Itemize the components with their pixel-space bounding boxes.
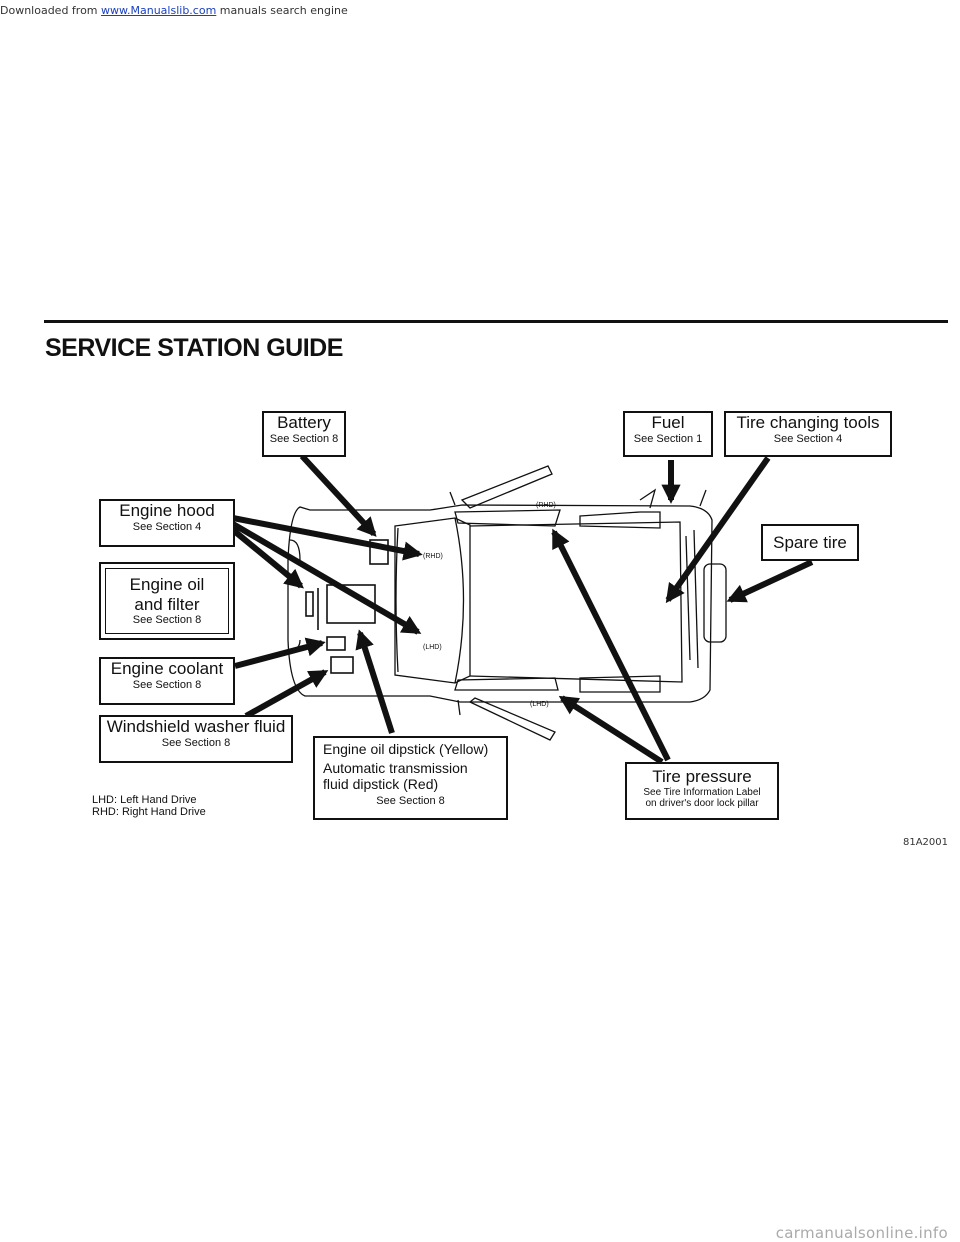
engine-oil-callout: Engine oil and filter See Section 8 bbox=[99, 562, 235, 640]
arrow-washer bbox=[244, 669, 329, 719]
fuel-title: Fuel bbox=[651, 413, 685, 432]
engine-coolant-title: Engine coolant bbox=[110, 659, 224, 678]
spare-tire-callout: Spare tire bbox=[761, 524, 859, 561]
tire-tools-section: See Section 4 bbox=[773, 432, 843, 445]
arrow-hood-rhd bbox=[232, 515, 423, 561]
washer-fluid-section: See Section 8 bbox=[161, 736, 231, 749]
engine-oil-section: See Section 8 bbox=[132, 614, 202, 627]
arrow-pressure-rhd bbox=[551, 528, 671, 762]
download-prefix: Downloaded from bbox=[0, 4, 102, 17]
dipstick-section: See Section 8 bbox=[376, 795, 445, 808]
label-rhd-mid: (RHD) bbox=[423, 553, 443, 560]
arrow-pressure-lhd bbox=[558, 695, 664, 765]
footer-watermark: carmanualsonline.info bbox=[775, 1224, 948, 1242]
arrow-battery bbox=[299, 453, 377, 537]
title-rule bbox=[44, 320, 948, 323]
arrow-coolant bbox=[234, 637, 326, 669]
fuel-callout: Fuel See Section 1 bbox=[623, 411, 713, 457]
engine-coolant-section: See Section 8 bbox=[132, 678, 202, 691]
arrow-spare-tire bbox=[726, 559, 814, 603]
dipstick-title: Engine oil dipstick (Yellow) bbox=[323, 741, 489, 757]
callout-arrows bbox=[231, 453, 814, 765]
legend-rhd: RHD: Right Hand Drive bbox=[92, 806, 206, 819]
battery-callout: Battery See Section 8 bbox=[262, 411, 346, 457]
dipstick-callout: Engine oil dipstick (Yellow) Automatic t… bbox=[313, 736, 508, 820]
tire-tools-title: Tire changing tools bbox=[736, 413, 880, 432]
arrow-dipstick bbox=[355, 629, 395, 734]
tire-tools-callout: Tire changing tools See Section 4 bbox=[724, 411, 892, 457]
engine-oil-title-line2: and filter bbox=[134, 594, 200, 614]
label-lhd-mid: (LHD) bbox=[423, 644, 442, 651]
engine-coolant-callout: Engine coolant See Section 8 bbox=[99, 657, 235, 705]
spare-tire-title: Spare tire bbox=[773, 533, 847, 552]
engine-oil-title-line1: Engine oil bbox=[129, 575, 205, 595]
washer-fluid-title: Windshield washer fluid bbox=[106, 717, 286, 736]
manualslib-link[interactable]: www.Manualslib.com bbox=[101, 4, 217, 17]
fuel-section: See Section 1 bbox=[633, 432, 703, 445]
label-lhd-bottom: (LHD) bbox=[530, 701, 549, 708]
legend-lhd: LHD: Left Hand Drive bbox=[92, 794, 197, 806]
engine-hood-section: See Section 4 bbox=[132, 520, 202, 533]
engine-hood-callout: Engine hood See Section 4 bbox=[99, 499, 235, 547]
download-line: Downloaded from www.Manualslib.com manua… bbox=[0, 4, 348, 17]
tire-pressure-callout: Tire pressure See Tire Information Label… bbox=[625, 762, 779, 820]
engine-hood-title: Engine hood bbox=[119, 501, 215, 520]
engine-components bbox=[305, 539, 389, 674]
tire-pressure-label-ref: See Tire Information Label bbox=[643, 786, 761, 798]
figure-code: 81A2001 bbox=[902, 837, 948, 848]
arrow-hood-lhd bbox=[231, 521, 422, 635]
drive-legend: LHD: Left Hand Drive RHD: Right Hand Dri… bbox=[92, 794, 206, 818]
engine-oil-inner-frame: Engine oil and filter See Section 8 bbox=[105, 568, 229, 634]
battery-title: Battery bbox=[277, 413, 331, 432]
page-title: SERVICE STATION GUIDE bbox=[45, 334, 343, 362]
arrow-tire-tools bbox=[665, 456, 771, 604]
tire-pressure-pillar-ref: on driver's door lock pillar bbox=[645, 798, 759, 810]
download-suffix: manuals search engine bbox=[216, 4, 348, 17]
dipstick-atf-line2: fluid dipstick (Red) bbox=[323, 776, 439, 793]
tire-pressure-title: Tire pressure bbox=[652, 767, 752, 786]
battery-section: See Section 8 bbox=[269, 432, 339, 445]
washer-fluid-callout: Windshield washer fluid See Section 8 bbox=[99, 715, 293, 763]
label-rhd-top: (RHD) bbox=[536, 502, 556, 509]
dipstick-atf-line1: Automatic transmission bbox=[323, 760, 468, 777]
arrow-hood-latch bbox=[231, 527, 304, 589]
